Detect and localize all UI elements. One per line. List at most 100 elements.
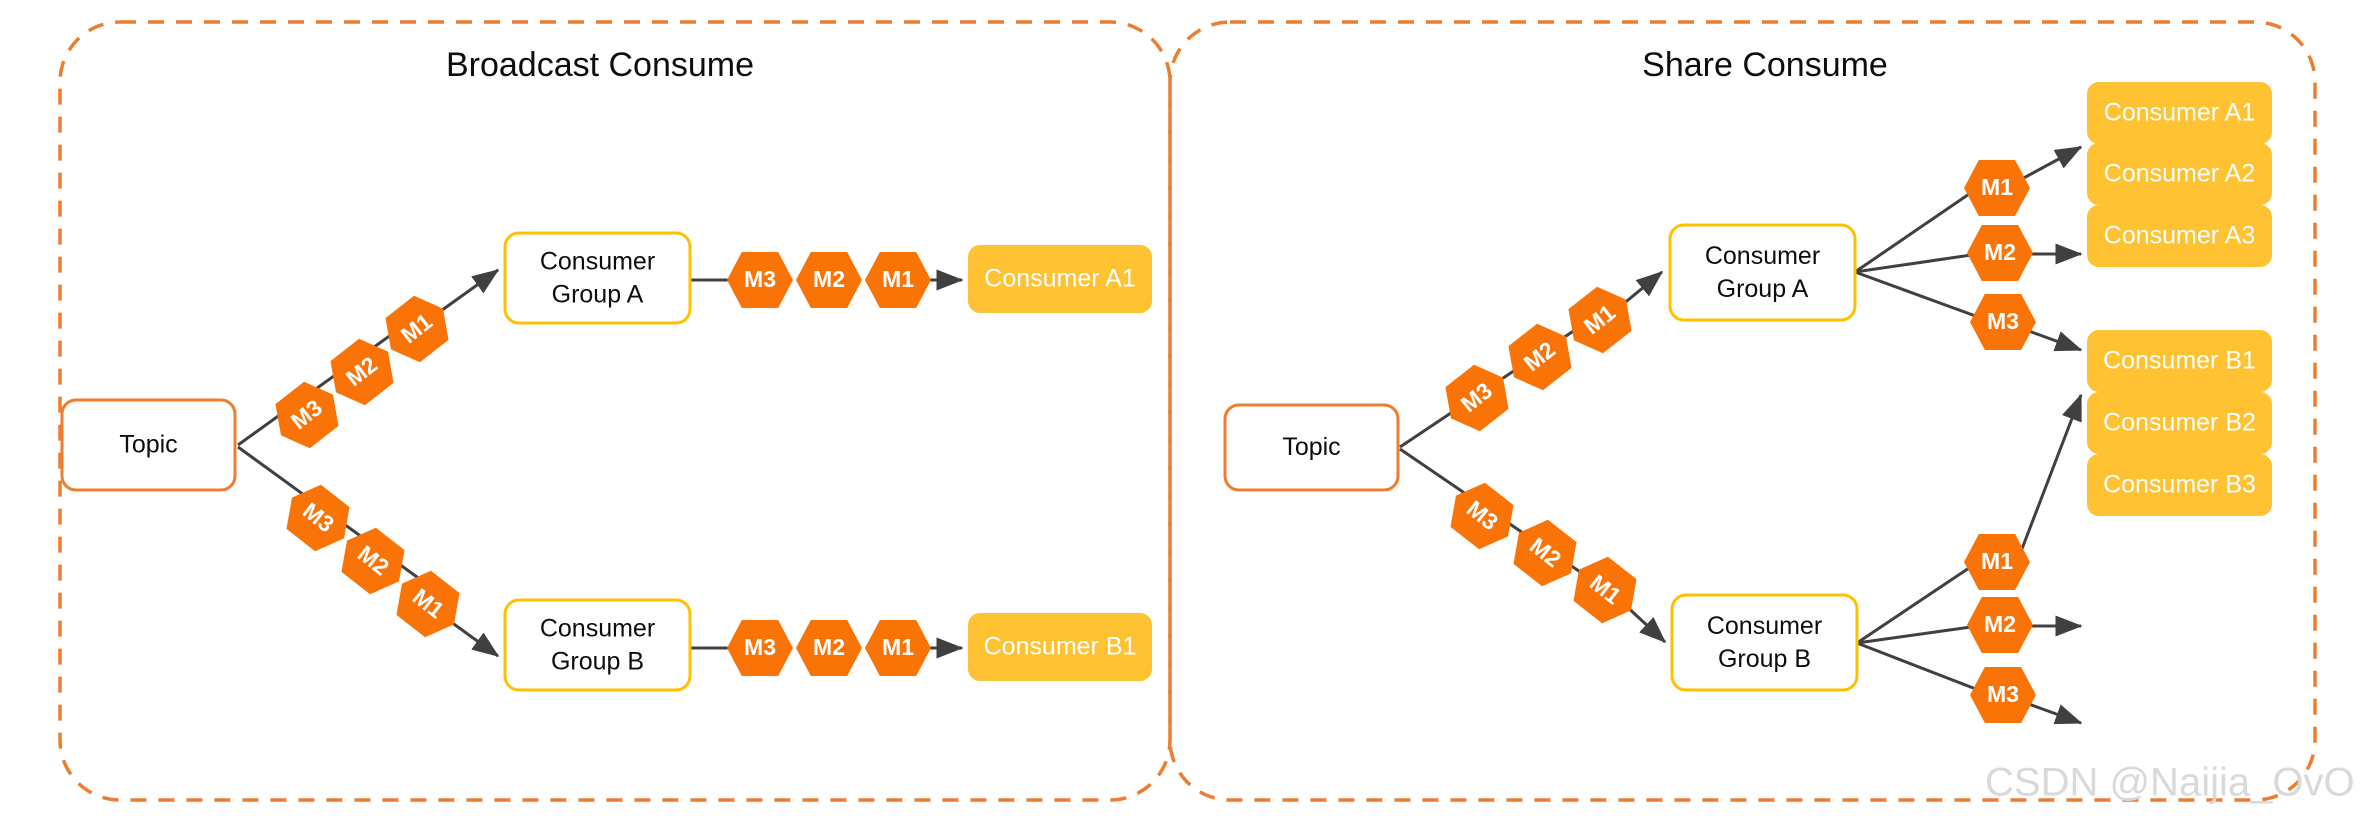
connector-sc-group-b-to-m3: [1856, 641, 1982, 693]
panel-title-share: Share Consume: [1642, 46, 1888, 84]
node-label-sc-consumer-b1: Consumer B1: [2103, 347, 2256, 375]
node-label-bc-consumer-b1: Consumer B1: [984, 633, 1137, 661]
message-label-bc-b-m1: M1: [882, 634, 914, 660]
message-bc-b-m3[interactable]: M3: [727, 620, 793, 676]
message-sc-a-m3[interactable]: M3: [1970, 294, 2036, 350]
message-sc-t-a-m2[interactable]: M2: [1497, 315, 1583, 400]
message-label-sc-a-m1: M1: [1981, 174, 2013, 200]
message-label-sc-b-m3: M3: [1987, 681, 2019, 707]
node-bc-topic[interactable]: Topic: [60, 398, 237, 492]
message-sc-t-b-m3[interactable]: M3: [1439, 474, 1525, 559]
message-hex-sc-a-m3: [1970, 294, 2036, 350]
message-bc-a-m1[interactable]: M1: [865, 252, 931, 308]
message-bc-a-m3[interactable]: M3: [727, 252, 793, 308]
message-sc-t-b-m1[interactable]: M1: [1562, 548, 1648, 633]
message-hex-sc-b-m2: [1967, 597, 2033, 653]
node-label-sc-topic: Topic: [1282, 433, 1340, 461]
message-label-bc-a-m1: M1: [882, 266, 914, 292]
node-label-line2-sc-group-b: Group B: [1718, 645, 1811, 673]
message-hex-sc-t-b-m1: [1573, 556, 1637, 624]
message-hex-bc-t-a-m1: [385, 295, 449, 363]
message-bc-a-m2[interactable]: M2: [796, 252, 862, 308]
node-box-bc-topic: [60, 398, 237, 492]
message-bc-t-a-m1[interactable]: M1: [374, 287, 460, 372]
connector-sc-m3-to-consumer-b3: [2025, 701, 2083, 725]
message-hex-bc-a-m3: [727, 252, 793, 308]
node-box-sc-group-b: [1670, 593, 1859, 692]
node-box-bc-consumer-b1: [968, 613, 1152, 681]
message-bc-t-b-m3[interactable]: M3: [275, 476, 361, 561]
message-hex-sc-t-a-m2: [1508, 323, 1572, 391]
message-hex-bc-b-m3: [727, 620, 793, 676]
node-label-sc-consumer-a3: Consumer A3: [2104, 222, 2255, 250]
node-label-sc-consumer-a1: Consumer A1: [2104, 99, 2255, 127]
message-hex-bc-t-a-m2: [330, 338, 394, 406]
message-hex-sc-t-b-m2: [1513, 519, 1577, 587]
node-box-sc-consumer-a1: [2087, 82, 2272, 144]
message-bc-t-b-m1[interactable]: M1: [385, 562, 471, 647]
message-bc-b-m2[interactable]: M2: [796, 620, 862, 676]
node-label-sc-consumer-a2: Consumer A2: [2104, 160, 2255, 188]
node-box-sc-consumer-a3: [2087, 205, 2272, 267]
message-hex-sc-b-m1: [1964, 534, 2030, 590]
node-box-bc-group-b: [503, 598, 692, 692]
connector-sc-group-a-to-m1: [1854, 188, 1976, 274]
node-sc-consumer-b1[interactable]: Consumer B1: [2087, 330, 2272, 392]
message-sc-t-a-m3[interactable]: M3: [1434, 356, 1520, 441]
message-bc-t-a-m3[interactable]: M3: [264, 373, 350, 458]
message-sc-a-m1[interactable]: M1: [1964, 160, 2030, 216]
node-sc-topic[interactable]: Topic: [1223, 403, 1400, 492]
message-sc-b-m3[interactable]: M3: [1970, 667, 2036, 723]
connector-sc-m1-to-group-a: [1621, 270, 1664, 307]
message-sc-b-m2[interactable]: M2: [1967, 597, 2033, 653]
message-bc-t-a-m2[interactable]: M2: [319, 330, 405, 415]
node-box-sc-consumer-b1: [2087, 330, 2272, 392]
message-hex-bc-a-m1: [865, 252, 931, 308]
message-label-sc-b-m1: M1: [1981, 548, 2013, 574]
message-label-bc-a-m2: M2: [813, 266, 845, 292]
node-label-line1-bc-group-b: Consumer: [540, 615, 655, 643]
message-sc-t-b-m2[interactable]: M2: [1502, 511, 1588, 596]
message-hex-bc-a-m2: [796, 252, 862, 308]
message-hex-sc-t-a-m1: [1568, 286, 1632, 354]
message-label-bc-b-m3: M3: [744, 634, 776, 660]
connector-sc-group-a-to-m2: [1854, 252, 1979, 274]
node-label-line1-sc-group-b: Consumer: [1707, 612, 1822, 640]
message-hex-bc-t-b-m2: [341, 527, 405, 595]
node-bc-consumer-b1[interactable]: Consumer B1: [968, 613, 1152, 681]
watermark-layer: CSDN @Naijia_OvO: [1985, 761, 2355, 805]
message-sc-t-a-m1[interactable]: M1: [1557, 278, 1643, 363]
node-sc-consumer-a1[interactable]: Consumer A1: [2087, 82, 2272, 144]
message-hex-bc-b-m2: [796, 620, 862, 676]
node-label-line1-sc-group-a: Consumer: [1705, 242, 1820, 270]
node-bc-consumer-a1[interactable]: Consumer A1: [968, 245, 1152, 313]
connector-bc-m1-to-group-a: [437, 268, 500, 315]
node-label-sc-consumer-b3: Consumer B3: [2103, 471, 2256, 499]
message-hex-sc-b-m3: [1970, 667, 2036, 723]
message-hex-sc-t-b-m3: [1450, 482, 1514, 550]
node-label-bc-consumer-a1: Consumer A1: [984, 265, 1135, 293]
node-sc-consumer-b3[interactable]: Consumer B3: [2087, 454, 2272, 516]
node-sc-consumer-a2[interactable]: Consumer A2: [2087, 143, 2272, 205]
message-bc-b-m1[interactable]: M1: [865, 620, 931, 676]
connector-sc-group-b-to-m2: [1856, 624, 1979, 645]
node-sc-consumer-a3[interactable]: Consumer A3: [2087, 205, 2272, 267]
message-hex-sc-a-m1: [1964, 160, 2030, 216]
message-sc-a-m2[interactable]: M2: [1967, 225, 2033, 281]
message-label-sc-a-m3: M3: [1987, 308, 2019, 334]
node-sc-consumer-b2[interactable]: Consumer B2: [2087, 392, 2272, 454]
message-sc-b-m1[interactable]: M1: [1964, 534, 2030, 590]
node-box-bc-group-a: [503, 231, 692, 325]
message-hex-bc-b-m1: [865, 620, 931, 676]
message-bc-t-b-m2[interactable]: M2: [330, 519, 416, 604]
node-box-sc-consumer-a2: [2087, 143, 2272, 205]
node-label-line2-bc-group-a: Group A: [552, 281, 644, 309]
